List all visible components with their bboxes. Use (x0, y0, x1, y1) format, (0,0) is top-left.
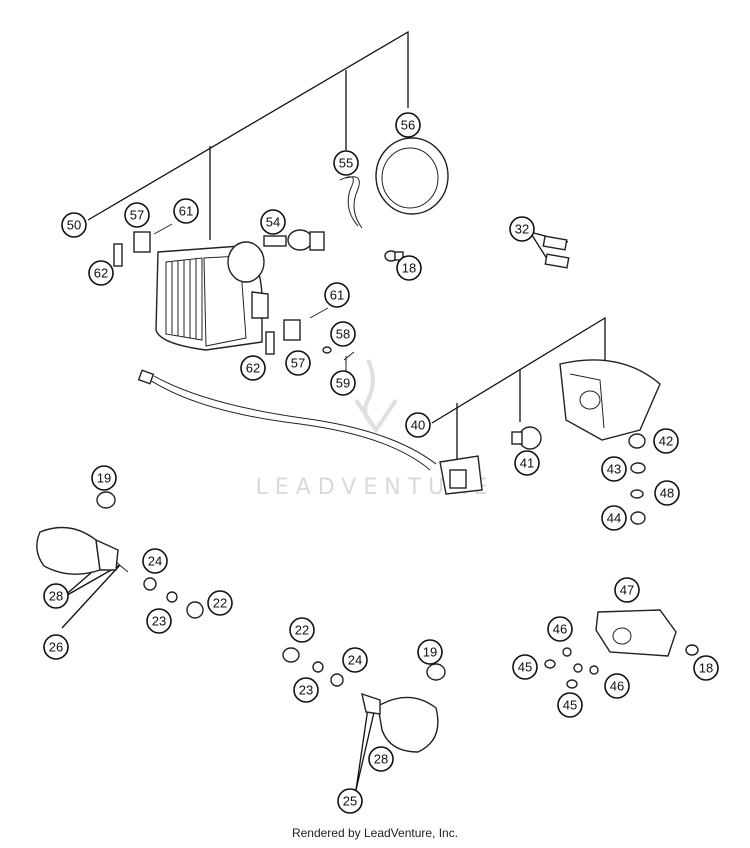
tail-light-bulb (511, 426, 542, 450)
svg-text:24: 24 (348, 653, 362, 668)
tail-light-housing (559, 359, 661, 441)
callout-59: 59 (330, 370, 356, 396)
callout-43: 43 (601, 456, 627, 482)
svg-text:25: 25 (343, 794, 357, 809)
callout-24-right: 24 (342, 647, 368, 673)
callout-45-bottom: 45 (557, 692, 583, 718)
svg-text:43: 43 (607, 462, 621, 477)
svg-text:48: 48 (660, 486, 674, 501)
callout-62-top: 62 (88, 260, 114, 286)
svg-text:18: 18 (402, 261, 416, 276)
svg-text:32: 32 (515, 222, 529, 237)
callout-22-left: 22 (207, 590, 233, 616)
svg-text:50: 50 (67, 218, 81, 233)
headlight-rim-cover (375, 137, 449, 215)
callout-25: 25 (337, 788, 363, 814)
svg-text:61: 61 (179, 204, 193, 219)
svg-text:22: 22 (213, 596, 227, 611)
callout-54: 54 (260, 209, 286, 235)
callout-42: 42 (653, 428, 679, 454)
callout-23-right: 23 (293, 677, 319, 703)
tail-light-fasteners (628, 433, 646, 525)
svg-text:28: 28 (374, 752, 388, 767)
svg-text:19: 19 (97, 471, 111, 486)
callout-46-bottom: 46 (604, 673, 630, 699)
svg-text:46: 46 (610, 679, 624, 694)
callout-57-bottom: 57 (285, 350, 311, 376)
svg-text:47: 47 (620, 583, 634, 598)
svg-text:46: 46 (553, 622, 567, 637)
svg-text:61: 61 (330, 288, 344, 303)
callout-26: 26 (43, 634, 69, 660)
callout-28-left: 28 (43, 583, 69, 609)
svg-text:26: 26 (49, 640, 63, 655)
svg-text:55: 55 (339, 156, 353, 171)
svg-text:44: 44 (607, 511, 621, 526)
headlight-retaining-spring (339, 176, 363, 229)
svg-text:41: 41 (520, 456, 534, 471)
svg-text:28: 28 (49, 589, 63, 604)
callout-19-left: 19 (91, 465, 117, 491)
callout-57-top: 57 (124, 202, 150, 228)
callout-46-top: 46 (547, 616, 573, 642)
turn-signal-right (282, 647, 446, 753)
turn-signal-left (36, 491, 204, 619)
license-plate-light (544, 609, 699, 689)
svg-text:19: 19 (423, 645, 437, 660)
wiring-harness (137, 369, 483, 495)
watermark-logo-icon (354, 359, 398, 434)
svg-text:45: 45 (563, 698, 577, 713)
svg-text:23: 23 (299, 683, 313, 698)
callout-61-top: 61 (173, 198, 199, 224)
callout-62-bottom: 62 (240, 355, 266, 381)
callout-22-right: 22 (289, 617, 315, 643)
callout-58: 58 (330, 321, 356, 347)
svg-text:57: 57 (130, 208, 144, 223)
svg-text:42: 42 (659, 434, 673, 449)
side-reflectors (542, 235, 570, 269)
footer-credit: Rendered by LeadVenture, Inc. (291, 826, 459, 840)
small-bulb-top (384, 250, 404, 262)
callout-55: 55 (333, 150, 359, 176)
callout-41: 41 (514, 450, 540, 476)
svg-text:22: 22 (295, 623, 309, 638)
callout-48: 48 (654, 480, 680, 506)
svg-text:62: 62 (94, 266, 108, 281)
headlight-bulb (263, 229, 325, 251)
svg-text:57: 57 (291, 356, 305, 371)
svg-text:45: 45 (518, 660, 532, 675)
callout-19-right: 19 (417, 639, 443, 665)
callout-50: 50 (61, 212, 87, 238)
callout-28-right: 28 (368, 746, 394, 772)
callout-44: 44 (601, 505, 627, 531)
callout-24-left: 24 (142, 548, 168, 574)
svg-text:54: 54 (266, 215, 280, 230)
callout-56: 56 (395, 112, 421, 138)
callout-18-right: 18 (693, 655, 719, 681)
svg-text:59: 59 (336, 376, 350, 391)
svg-text:18: 18 (699, 661, 713, 676)
svg-text:24: 24 (148, 554, 162, 569)
svg-text:56: 56 (401, 118, 415, 133)
callout-47: 47 (614, 577, 640, 603)
callout-61-bottom: 61 (324, 282, 350, 308)
svg-text:23: 23 (152, 614, 166, 629)
callout-32: 32 (509, 216, 535, 242)
callout-45-left: 45 (512, 654, 538, 680)
headlight-housing (155, 241, 269, 351)
callout-40: 40 (405, 412, 431, 438)
callout-23-left: 23 (146, 608, 172, 634)
headlight-brackets (113, 223, 355, 372)
svg-text:58: 58 (336, 327, 350, 342)
callout-18-top: 18 (396, 255, 422, 281)
svg-text:40: 40 (411, 418, 425, 433)
svg-text:62: 62 (246, 361, 260, 376)
